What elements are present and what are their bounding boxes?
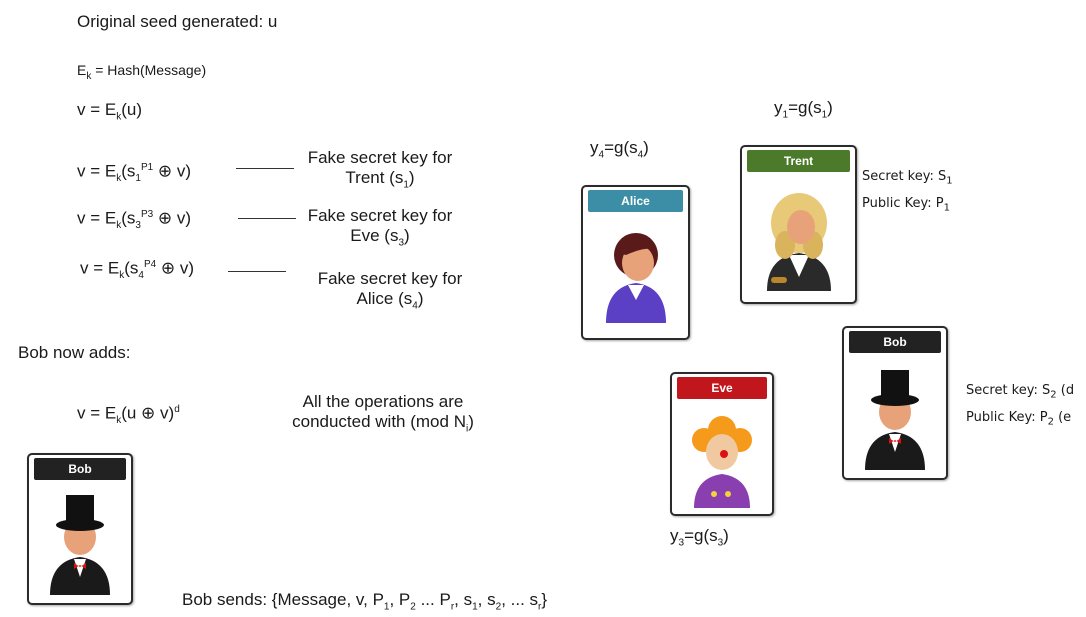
eve-card: Eve [670,372,774,516]
connector-line [238,218,296,219]
label-trent: Fake secret key for Trent (s1) [307,148,453,191]
trent-judge-icon [766,193,831,291]
label-eve: Fake secret key for Eve (s3) [307,206,453,249]
bob-equation: v = Ek(u ⊕ v)d [77,403,180,427]
bob-adds-heading: Bob now adds: [18,343,131,362]
v-definition: v = Ek(u) [77,100,142,123]
trent-keys: Secret key: S1 Public Key: P1 [862,169,953,214]
alice-avatar-icon [605,233,666,323]
alice-card: Alice [581,185,690,340]
bob-keys: Secret key: S2 (d Public Key: P2 (e [966,383,1075,428]
alice-card-title: Alice [588,190,683,212]
y1-label: y1=g(s1) [774,98,833,121]
equation-eve: v = Ek(s3P3 ⊕ v) [77,208,192,232]
connector-line [228,271,286,272]
y3-label: y3=g(s3) [670,526,729,549]
connector-line [236,168,294,169]
bob-tophat-icon [50,495,110,595]
mod-note: All the operations are conducted with (m… [292,392,474,435]
bob-right-card-title: Bob [849,331,941,353]
bob-tophat-icon [865,370,925,470]
equation-trent: v = Ek(s1P1 ⊕ v) [77,161,192,185]
bob-right-card: Bob [842,326,948,480]
equation-alice: v = Ek(s4P4 ⊕ v) [80,258,195,282]
bob-left-card-title: Bob [34,458,126,480]
ek-definition: Ek = Hash(Message) [77,62,207,82]
trent-card-title: Trent [747,150,850,172]
bob-sends-text: Bob sends: {Message, v, P1, P2 ... Pr, s… [182,590,548,613]
seed-text: Original seed generated: u [77,12,278,31]
eve-clown-icon [692,416,752,508]
label-alice: Fake secret key for Alice (s4) [317,269,463,312]
bob-left-card: Bob [27,453,133,605]
eve-card-title: Eve [677,377,767,399]
trent-card: Trent [740,145,857,304]
y4-label: y4=g(s4) [590,138,649,161]
